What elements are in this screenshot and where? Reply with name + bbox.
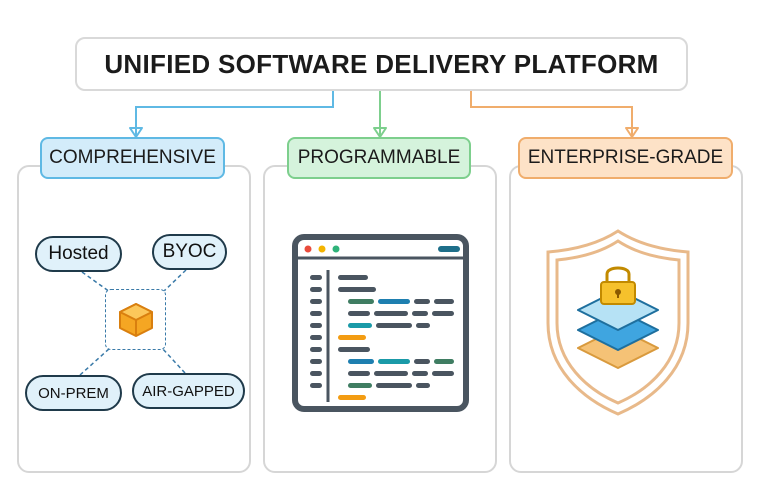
programmable-label: PROGRAMMABLE: [287, 137, 471, 179]
cube-icon: [118, 302, 153, 337]
air-gapped-option: AIR-GAPPED: [132, 373, 245, 409]
hosted-option: Hosted: [35, 236, 122, 272]
connector-comprehensive: [135, 91, 334, 136]
comprehensive-label: COMPREHENSIVE: [40, 137, 225, 179]
enterprise-grade-label: ENTERPRISE-GRADE: [518, 137, 733, 179]
shield-lock-icon: [543, 228, 693, 423]
platform-title: UNIFIED SOFTWARE DELIVERY PLATFORM: [75, 37, 688, 91]
code-editor-graphic: [298, 245, 463, 402]
platform-core: [105, 289, 166, 350]
code-editor-icon: [292, 234, 469, 412]
connector-enterprise: [470, 91, 633, 136]
byoc-option: BYOC: [152, 234, 227, 270]
on-prem-option: ON-PREM: [25, 375, 122, 411]
shield-graphic: [546, 229, 690, 416]
